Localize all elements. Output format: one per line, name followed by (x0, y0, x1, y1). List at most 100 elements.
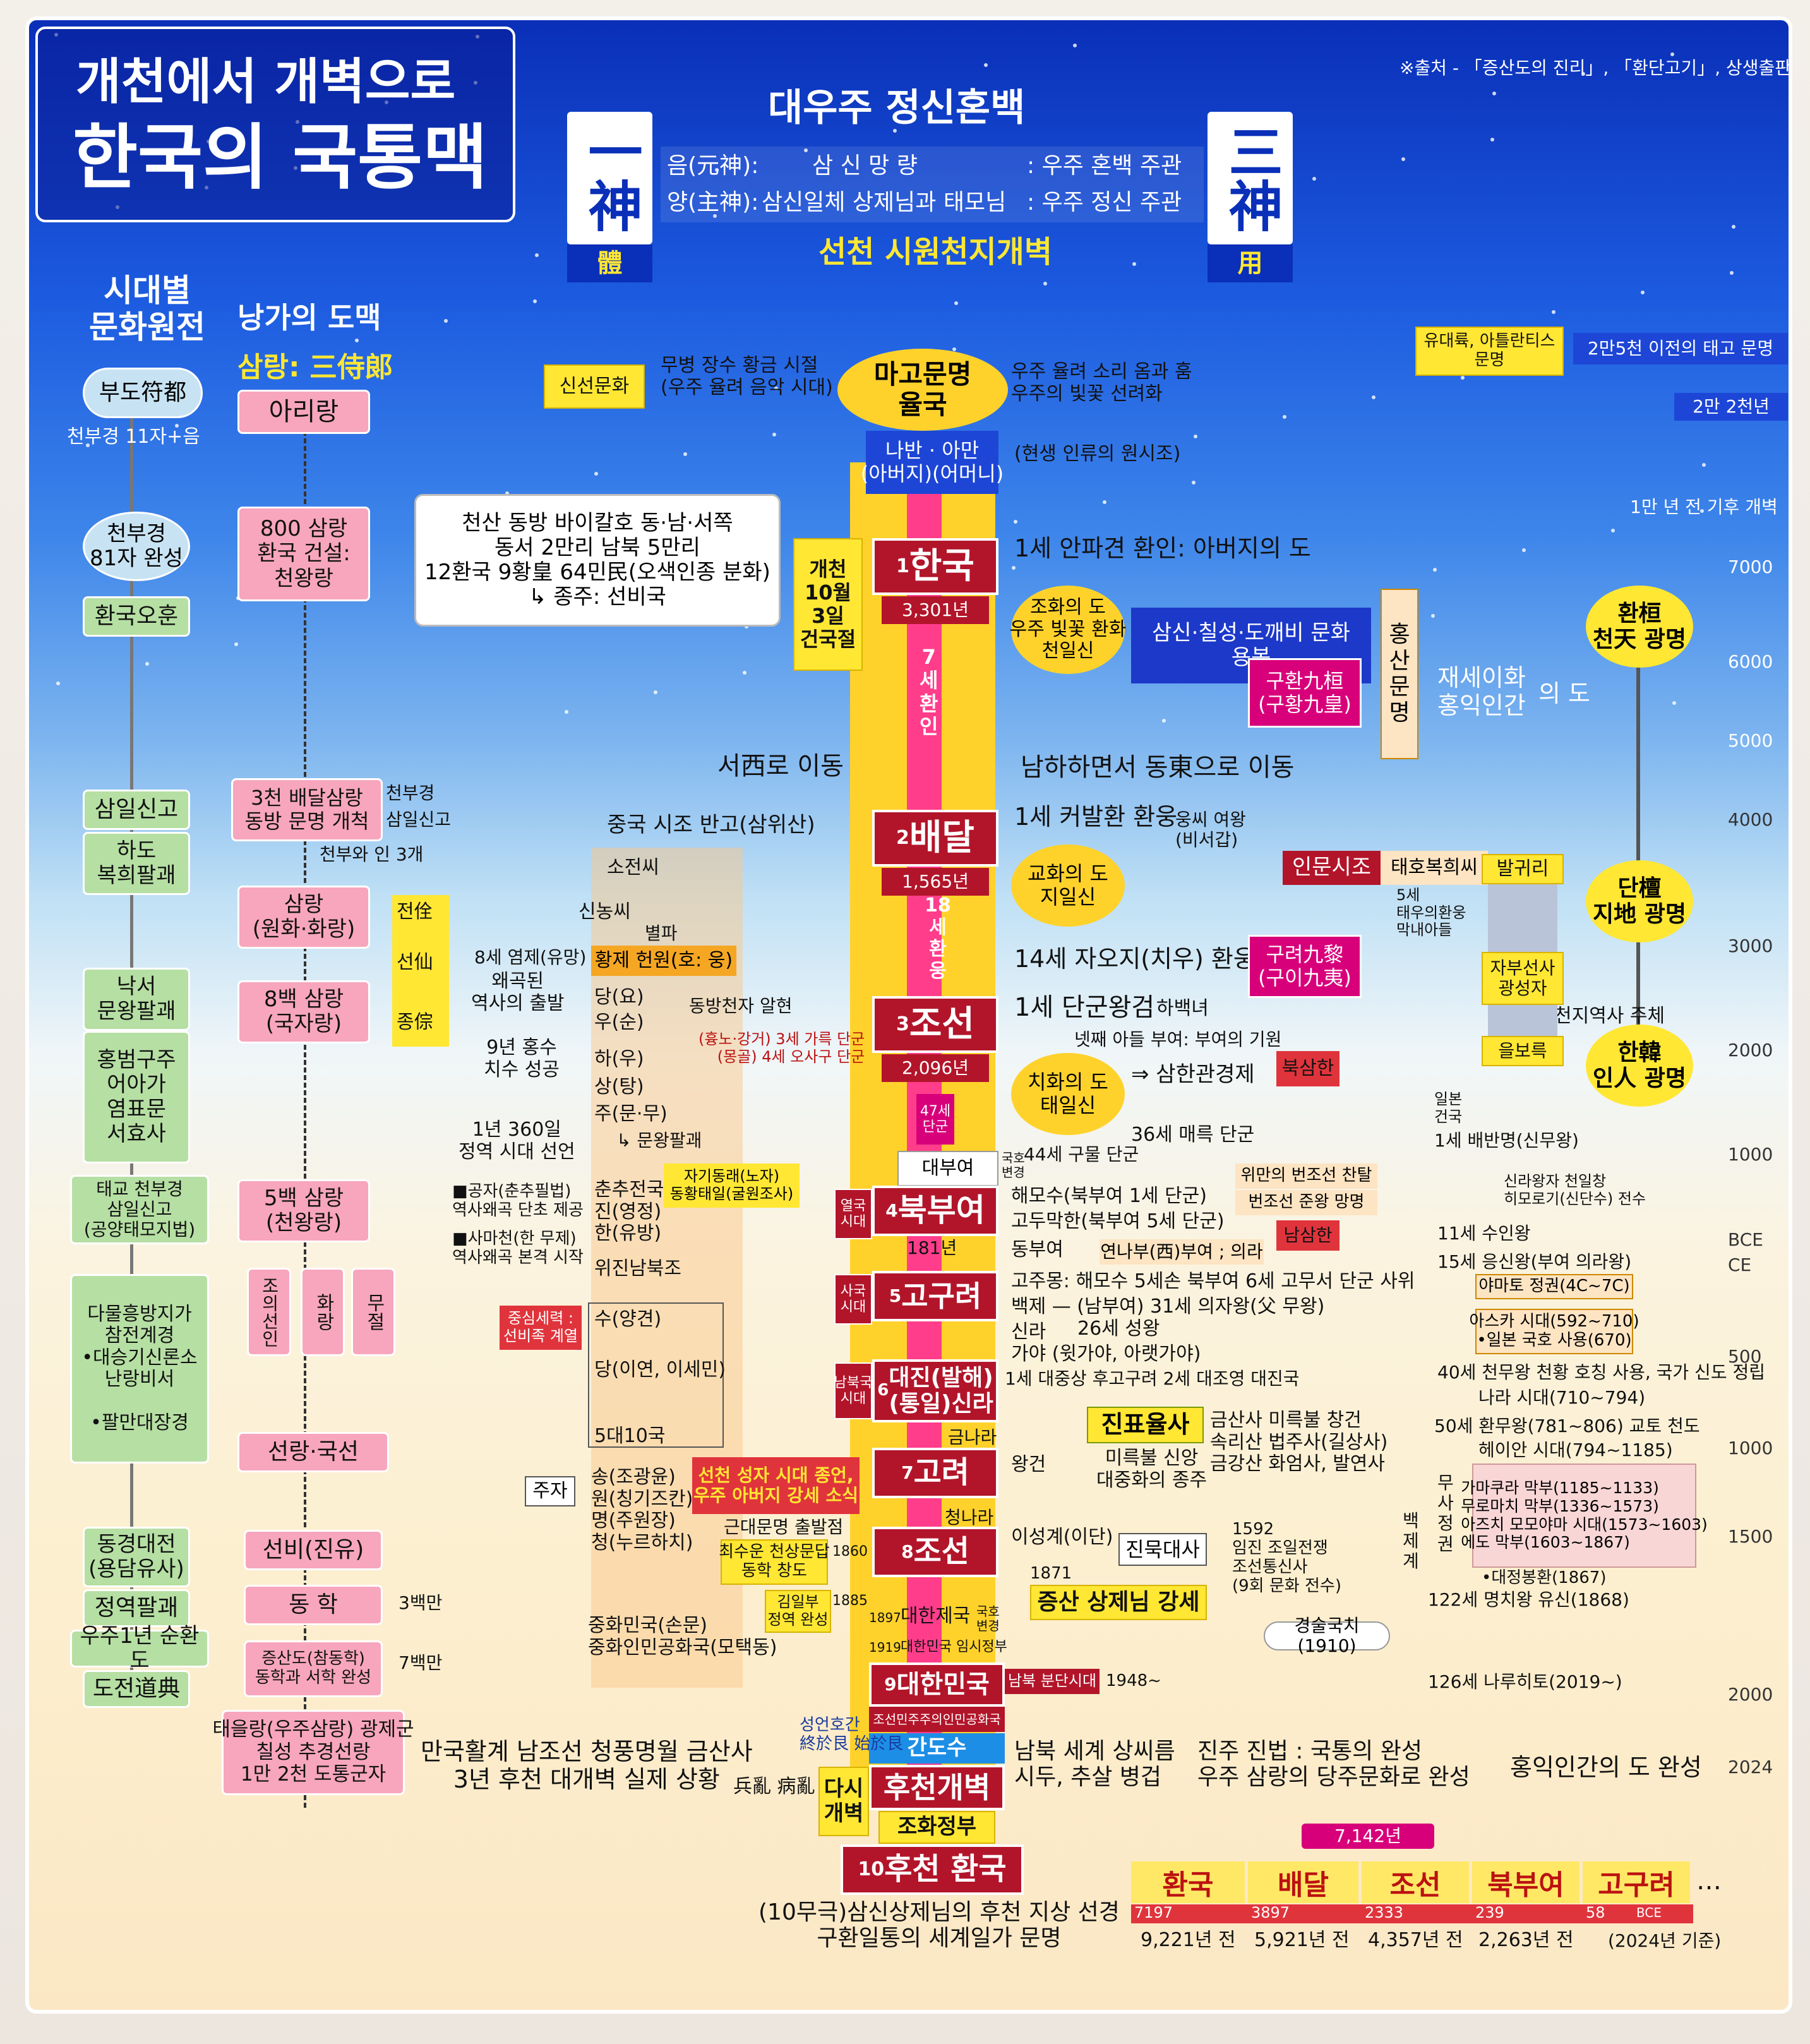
row1-label: 음(元神): (667, 153, 759, 179)
joseon-num: 3 (896, 1013, 909, 1035)
china-sui-box (588, 1302, 724, 1448)
baekje: 백제 — (남부여) 31세 의자왕(父 무왕) (1011, 1296, 1325, 1318)
gyeongsul-text: 경술국치(1910) (1294, 1614, 1360, 1656)
seo-move: 서西로 이동 (717, 752, 844, 781)
col1-hado-text: 하도 복희팔괘 (97, 838, 176, 888)
nation-daehanminguk: 9 대한민국 (869, 1662, 1005, 1707)
ilbon: 일본 건국 (1434, 1090, 1463, 1126)
han-circle: 한韓 인人 광명 (1586, 1025, 1693, 1107)
star-dot (743, 671, 746, 675)
star-dot (565, 710, 568, 714)
nation-joseon: 3 조선 (872, 996, 998, 1053)
col2-line (304, 431, 306, 1808)
hwangje-box: 황제 헌원(호: 웅) (591, 946, 736, 976)
nambuk-text: 남북국 시대 (834, 1374, 873, 1407)
star-dot (535, 253, 539, 257)
buksamhan-box: 북삼한 (1276, 1051, 1340, 1086)
ilsin-sub-text: 體 (597, 249, 623, 278)
hwanguk-years-text: 3,301년 (902, 599, 969, 620)
nambuk-segye: 남북 세계 상씨름 시두, 추살 병겁 (1014, 1738, 1175, 1791)
choeju-box: 최수운 천상문답 동학 창도 (719, 1539, 830, 1585)
sojeon: 소전씨 (607, 857, 659, 879)
col2-joui: 조의선인 (247, 1268, 291, 1356)
col1-hado: 하도 복희팔괘 (83, 832, 190, 895)
wiman-box: 위만의 번조선 찬탈 (1235, 1163, 1377, 1189)
eleven: 11세 수인왕 (1437, 1223, 1531, 1244)
ice-end: 1만 년 전 기후 개벽 (1630, 496, 1778, 517)
row2-label: 양(主神): (667, 189, 759, 215)
col1-hongbeom: 홍범구주 어아가 염표문 서효사 (83, 1031, 190, 1163)
samhan: ⇒ 삼한관경제 (1131, 1062, 1255, 1087)
legend-cell-joseon: 조선 (1362, 1861, 1469, 1903)
col2-mujeol-text: 무절 (363, 1293, 385, 1331)
joseon-label: 조선 (909, 1003, 974, 1045)
hongsu: 9년 홍수 치수 성공 (484, 1037, 560, 1081)
sinnong: 신농씨 (578, 901, 631, 923)
y1948: 1948~ (1106, 1671, 1161, 1690)
wijin: 위진남북조 (594, 1258, 681, 1280)
song: 송(조광윤) 원(칭기즈칸) 명(주원장) 청(누르하치) (591, 1466, 693, 1554)
juja-text: 주자 (532, 1479, 568, 1502)
star-dot (444, 319, 448, 323)
choeju-text: 최수운 천상문답 동학 창도 (719, 1542, 830, 1580)
nation-hucheon-hwanguk: 10 후천 환국 (841, 1844, 1024, 1895)
star-dot (145, 662, 149, 666)
forty7-text: 47세 단군 (920, 1103, 951, 1135)
star-dot (1312, 177, 1316, 181)
year-tick: 500 (1728, 1346, 1762, 1367)
legend-ellipsis: … (1696, 1867, 1722, 1896)
jagi-box: 자기동래(노자) 동황태일(굴원조사) (664, 1163, 800, 1208)
star-dot (1043, 282, 1047, 286)
star-dot (713, 214, 717, 218)
col2-cheonbu: 천부경 (386, 783, 435, 803)
ju: 주(문·무) (594, 1103, 668, 1125)
year-tick: 1000 (1728, 1438, 1773, 1458)
magu-left: 무병 장수 황금 시절 (우주 율려 음악 시대) (661, 354, 833, 399)
gaecheon-text: 개천 10월 3일 건국절 (800, 557, 856, 651)
y1871: 1871 (1030, 1564, 1072, 1583)
col2-taeeul-text: 태을랑(우주삼랑) 광제군 칠성 추경선랑 1만 2천 도통군자 (212, 1718, 414, 1786)
col2-jeungsando: 증산도(참동학) 동학과 서학 완성 (244, 1640, 383, 1697)
hyung: (흉노·강거) 3세 가륵 단군 (몽골) 4세 오사구 단군 (698, 1030, 865, 1066)
top-bottom: 선천 시원천지개벽 (818, 234, 1052, 270)
nambukbundan-box: 남북 분단시대 (1005, 1669, 1100, 1694)
nation-bukbuyeo: 4 북부여 (872, 1186, 998, 1236)
hucheon-hwanguk-label: 후천 환국 (884, 1851, 1007, 1887)
hwanguk-num: 1 (896, 555, 909, 577)
nation-joseon2: 8 조선 (872, 1527, 998, 1577)
joseon2-num: 8 (901, 1541, 914, 1562)
legend-basis: (2024년 기준) (1608, 1930, 1722, 1951)
col1-budo-text: 부도符都 (99, 380, 187, 406)
star-dot (56, 682, 60, 685)
star-dot (1641, 291, 1645, 294)
nambukbundan-text: 남북 분단시대 (1007, 1672, 1097, 1690)
samsin-char: 三神 (1218, 124, 1282, 232)
col2-500-text: 5백 삼랑 (천왕랑) (263, 1185, 344, 1235)
ha: 하(우) (594, 1048, 644, 1070)
col2-500: 5백 삼랑 (천왕랑) (237, 1179, 370, 1242)
col1-dojeon: 도전道典 (83, 1670, 190, 1708)
year-tick: 2024 (1728, 1757, 1773, 1777)
star-dot (1730, 271, 1734, 275)
hwanguk-info-text: 천산 동방 바이칼호 동·남·서쪽 동서 2만리 남북 5만리 12환국 9황皇… (424, 510, 770, 610)
daehanminguk-label: 대한민국 (896, 1670, 990, 1699)
col1-budo: 부도符都 (83, 368, 203, 418)
star-dot (175, 424, 179, 428)
gudu: 고두막한(북부여 5세 단군) (1011, 1210, 1225, 1232)
col1-nakseo-text: 낙서 문왕팔괘 (97, 973, 176, 1024)
gandosu-box: 간도수 (869, 1733, 1005, 1764)
poster-board: 개천에서 개벽으로 한국의 국통맥 ※출처 - 「증산도의 진리」, 「환단고기… (25, 16, 1792, 2014)
star-dot (683, 452, 687, 456)
col2-seonrang: 선랑·국선 (237, 1432, 389, 1472)
star-dot (654, 690, 657, 694)
daebuyeo-text: 대부여 (921, 1157, 974, 1179)
col1-taegyo: 태교 천부경 삼일신고 (공양태모지법) (70, 1175, 209, 1244)
sinseon-box: 신선문화 (544, 364, 645, 409)
star-dot (774, 387, 778, 390)
bakje2: 백 제 계 (1403, 1510, 1419, 1572)
year-tick: 3000 (1728, 935, 1773, 956)
haemosu: 해모수(북부여 1세 단군) (1011, 1185, 1207, 1207)
nara: 나라 시대(710~794) (1478, 1387, 1646, 1408)
magu-circle: 마고문명 율국 (837, 349, 1008, 431)
gukho: 국호 변경 (1002, 1150, 1025, 1180)
